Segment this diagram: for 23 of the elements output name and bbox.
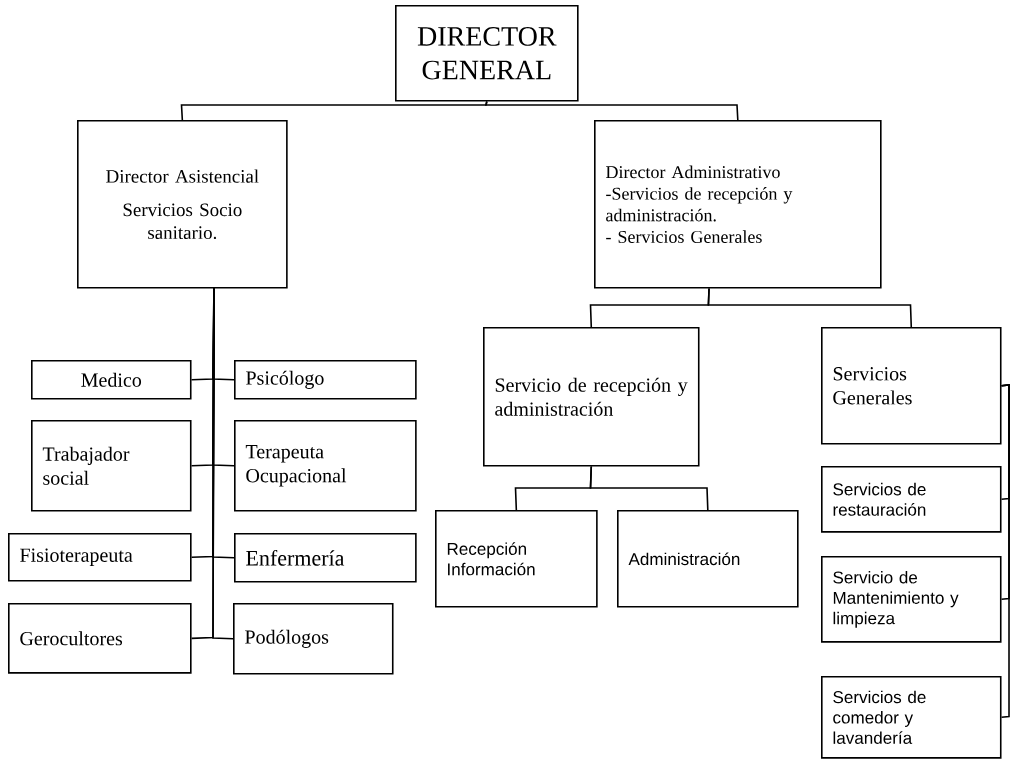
org-box: Servicios Generales — [821, 327, 1002, 445]
org-box: Podólogos — [233, 603, 394, 675]
connector-line — [707, 287, 913, 328]
org-box: Fisioterapeuta — [8, 533, 192, 582]
org-box: Servicios de comedor y lavandería — [821, 676, 1002, 759]
org-box: Director Administrativo -Servicios de recepción y administración. - Servicios Generales — [594, 120, 882, 289]
org-box: Terapeuta Ocupacional — [234, 420, 417, 512]
org-box: Psicólogo — [234, 360, 417, 400]
org-box: Director Asistencial Servicios Socio sanitario. — [77, 120, 288, 289]
org-box: Servicio de Mantenimiento y limpieza — [821, 556, 1002, 643]
org-box: Administración — [617, 510, 799, 608]
org-box: Servicios de restauración — [821, 466, 1002, 533]
org-box: Trabajador social — [31, 420, 192, 512]
connector-line — [212, 287, 234, 640]
org-box: Recepción Información — [435, 510, 598, 608]
connector-line — [589, 465, 709, 511]
org-box: Gerocultores — [8, 603, 192, 674]
connector-line — [1000, 384, 1010, 719]
org-box: Servicio de recepción y administración — [483, 327, 700, 467]
org-box: DIRECTOR GENERAL — [395, 5, 579, 102]
org-box: Enfermería — [234, 533, 417, 583]
connector-line — [485, 100, 739, 121]
org-box: Medico — [31, 360, 192, 400]
